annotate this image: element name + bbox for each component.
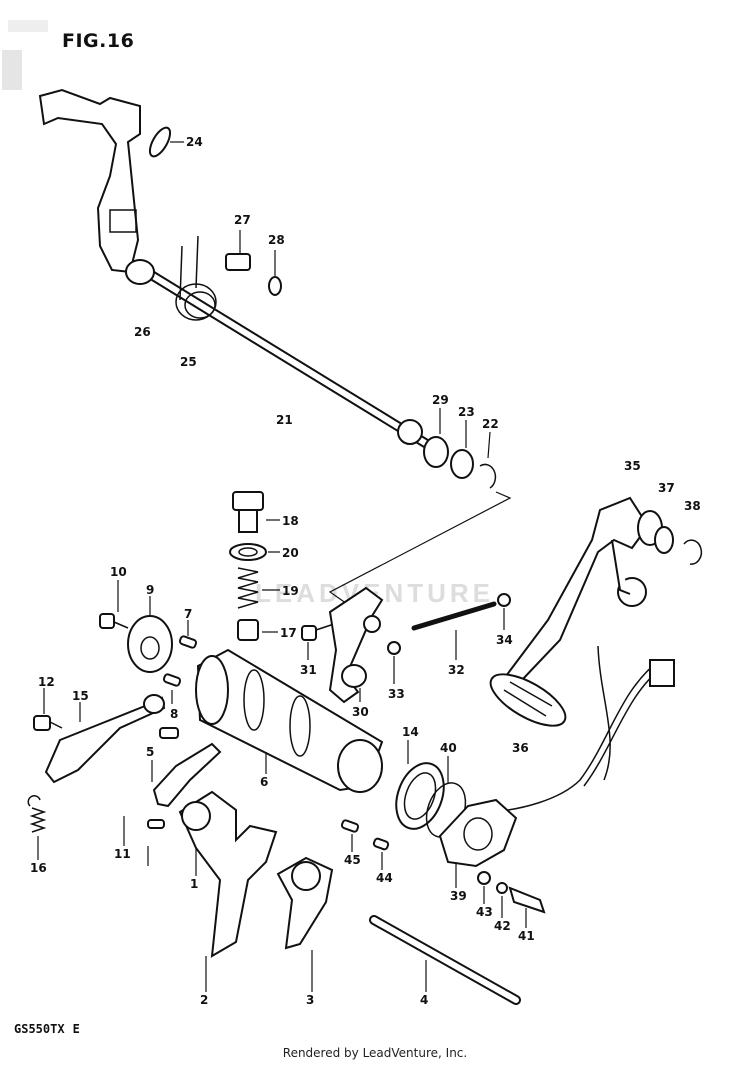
part-33-nut — [387, 641, 401, 684]
part-45-44-pins — [340, 819, 390, 870]
callout-33: 33 — [388, 687, 405, 701]
part-7-pin — [178, 620, 198, 649]
callout-44: 44 — [376, 871, 393, 885]
callout-29: 29 — [432, 393, 449, 407]
gear-shift-lever — [489, 496, 650, 727]
part-34-nut — [497, 593, 511, 630]
part-15-shift-arm — [44, 694, 166, 784]
part-5-stopper — [151, 742, 222, 808]
part-39-housing — [438, 798, 518, 888]
callout-4: 4 — [420, 993, 428, 1007]
shift-arm-plate — [38, 88, 141, 274]
part-9-cam-plate — [127, 596, 173, 673]
callout-19: 19 — [282, 584, 299, 598]
part-11-pin — [123, 816, 165, 866]
callout-43: 43 — [476, 905, 493, 919]
callout-26: 26 — [134, 325, 151, 339]
return-spring — [175, 235, 217, 321]
footer-credit: Rendered by LeadVenture, Inc. — [282, 1046, 468, 1060]
part-31-30-stopper — [301, 586, 384, 704]
callout-6: 6 — [260, 775, 268, 789]
callout-40: 40 — [440, 741, 457, 755]
part-19-spring — [237, 567, 280, 609]
model-suffix: E — [72, 1022, 80, 1036]
callout-1: 1 — [190, 877, 198, 891]
callout-labels: 24 27 28 26 25 21 29 23 22 35 37 38 18 2… — [30, 135, 701, 1007]
callout-30: 30 — [352, 705, 369, 719]
callout-14: 14 — [402, 725, 419, 739]
part-43-42-41-fasteners — [477, 871, 546, 928]
callout-11: 11 — [114, 847, 131, 861]
model-label: GS550TX E — [14, 1022, 80, 1036]
callout-41: 41 — [518, 929, 535, 943]
callout-16: 16 — [30, 861, 47, 875]
callout-8: 8 — [170, 707, 178, 721]
callout-7: 7 — [184, 607, 192, 621]
shift-forks — [178, 790, 334, 992]
callout-5a: 5 — [146, 745, 154, 759]
callout-23: 23 — [458, 405, 475, 419]
part-14-40-bearings — [395, 740, 467, 838]
callout-10: 10 — [110, 565, 127, 579]
callout-34: 34 — [496, 633, 513, 647]
callout-25: 25 — [180, 355, 197, 369]
part-10-screw — [99, 580, 129, 629]
callout-31: 31 — [300, 663, 317, 677]
model-code: GS550TX — [14, 1022, 65, 1036]
part-27-bolt — [225, 230, 251, 271]
callout-28: 28 — [268, 233, 285, 247]
part-28-washer — [268, 250, 282, 296]
callout-35: 35 — [624, 459, 641, 473]
callout-18: 18 — [282, 514, 299, 528]
callout-21: 21 — [276, 413, 293, 427]
callout-45: 45 — [344, 853, 361, 867]
callout-15: 15 — [72, 689, 89, 703]
part-17-plunger — [237, 619, 278, 641]
callout-9: 9 — [146, 583, 154, 597]
part-6-shift-drum — [195, 648, 384, 793]
part-8-pins — [159, 673, 182, 739]
callout-38: 38 — [684, 499, 701, 513]
callout-27: 27 — [234, 213, 251, 227]
print-noise — [2, 20, 48, 90]
callout-32: 32 — [448, 663, 465, 677]
lever-pivot-parts — [637, 510, 703, 565]
part-12-bolt — [33, 688, 63, 731]
figure-title: FIG.16 — [62, 30, 135, 52]
callout-39: 39 — [450, 889, 467, 903]
callout-42: 42 — [494, 919, 511, 933]
callout-3: 3 — [306, 993, 314, 1007]
callout-24: 24 — [186, 135, 203, 149]
part-32-rod — [411, 601, 497, 660]
part-16-spring — [27, 795, 47, 860]
callout-36: 36 — [512, 741, 529, 755]
part-20-washer — [229, 543, 280, 561]
part-24-clip — [148, 126, 184, 158]
callout-37: 37 — [658, 481, 675, 495]
callout-20: 20 — [282, 546, 299, 560]
callout-2: 2 — [200, 993, 208, 1007]
part-4-fork-shaft — [369, 915, 521, 1005]
shaft-end-parts — [397, 408, 497, 489]
part-18-bolt — [232, 491, 280, 533]
callout-22: 22 — [482, 417, 499, 431]
callout-17: 17 — [280, 626, 297, 640]
callout-12: 12 — [38, 675, 55, 689]
wiring-harness — [489, 645, 675, 813]
